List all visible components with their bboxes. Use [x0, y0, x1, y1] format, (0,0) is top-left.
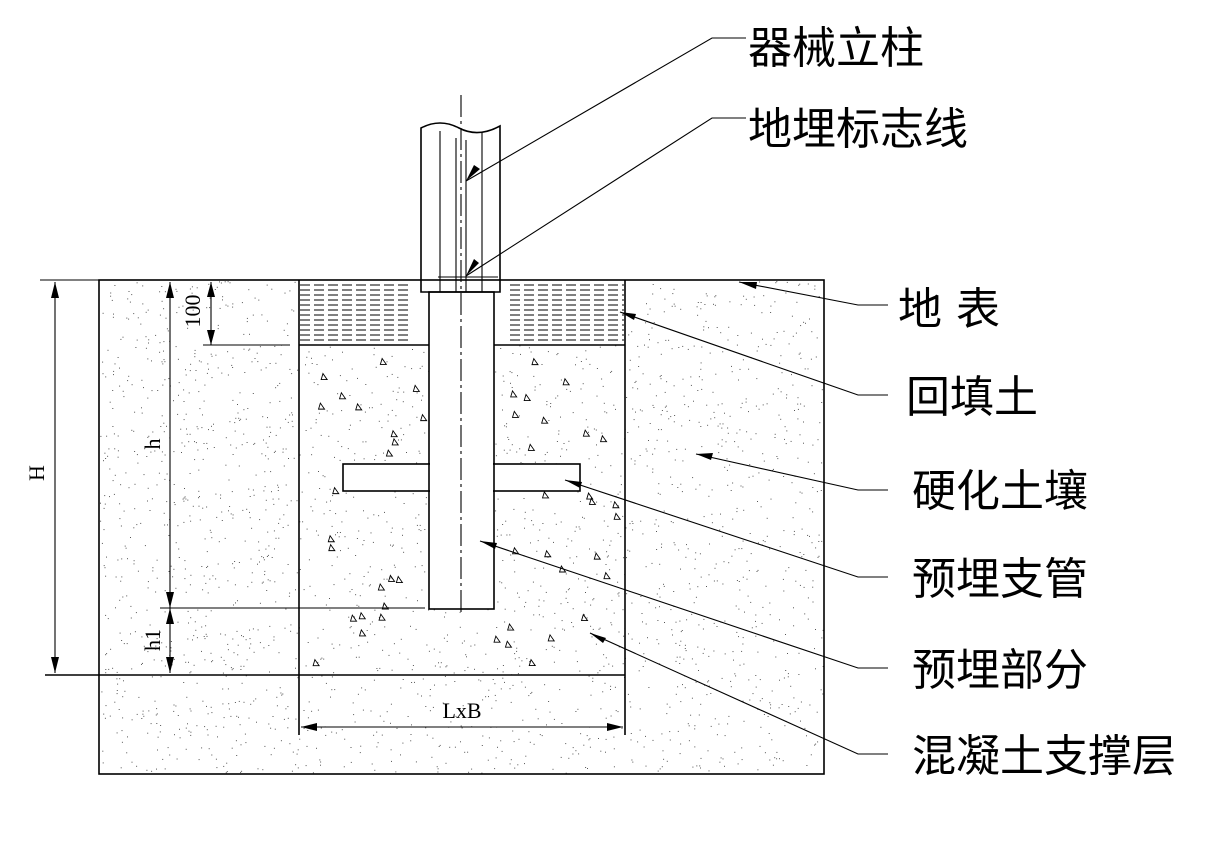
- dimension-100: 100: [180, 282, 290, 346]
- soil-texture: [100, 281, 824, 774]
- leader-lines: [465, 37, 888, 755]
- leader-arrowheads: [466, 165, 757, 643]
- label-ground-surface: 地 表: [898, 284, 1000, 335]
- concrete-aggregate: [312, 357, 622, 667]
- dimension-LxB-text: LxB: [442, 698, 481, 723]
- dimension-LxB: LxB: [301, 698, 623, 731]
- label-column: 器械立柱: [748, 23, 924, 74]
- label-backfill: 回填土: [906, 372, 1038, 423]
- dimension-100-text: 100: [180, 295, 205, 328]
- dimension-h: h h1: [140, 282, 425, 673]
- dimension-h-text: h: [140, 439, 165, 450]
- backfill-hatch: [300, 284, 624, 341]
- dimension-h1-text: h1: [140, 629, 165, 651]
- label-embedded-part: 预埋部分: [912, 645, 1088, 696]
- label-marker-line: 地埋标志线: [748, 104, 968, 155]
- label-embedded-branch-pipe: 预埋支管: [912, 554, 1088, 605]
- dimension-H-text: H: [24, 465, 49, 481]
- label-hardened-soil: 硬化土壤: [912, 466, 1088, 517]
- dimension-H: H: [24, 282, 59, 673]
- label-concrete-support-layer: 混凝土支撑层: [912, 731, 1176, 782]
